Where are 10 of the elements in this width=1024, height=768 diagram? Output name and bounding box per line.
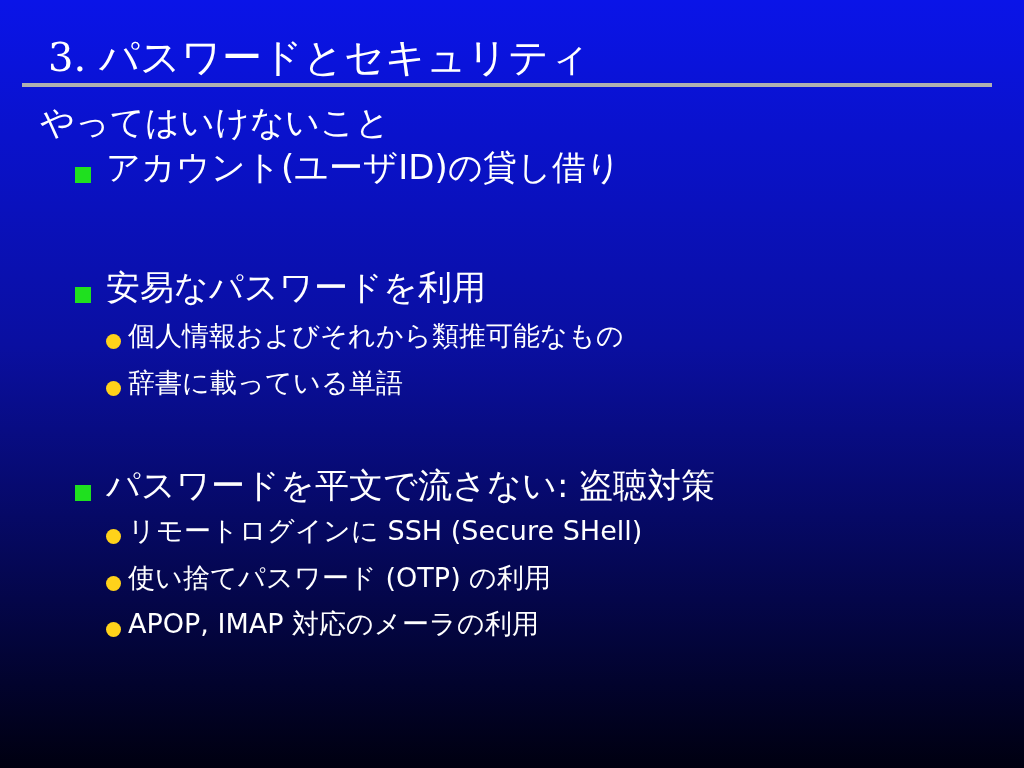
sub-bullet-item: 使い捨てパスワード (OTP) の利用 (128, 561, 552, 595)
bullet-item: パスワードを平文で流さない: 盗聴対策 (106, 464, 716, 507)
sub-bullet-item: 個人情報およびそれから類推可能なもの (128, 319, 624, 353)
slide-title: 3. パスワードとセキュリティ (48, 33, 590, 82)
sub-bullet-item: リモートログインに SSH (Secure SHell) (128, 514, 643, 548)
bullet-item: 安易なパスワードを利用 (106, 266, 486, 309)
section-heading: やってはいけないこと (40, 101, 390, 144)
bullet-item: アカウント(ユーザID)の貸し借り (106, 146, 621, 189)
sub-bullet-item: APOP, IMAP 対応のメーラの利用 (128, 607, 540, 641)
sub-bullet-item: 辞書に載っている単語 (128, 366, 403, 400)
